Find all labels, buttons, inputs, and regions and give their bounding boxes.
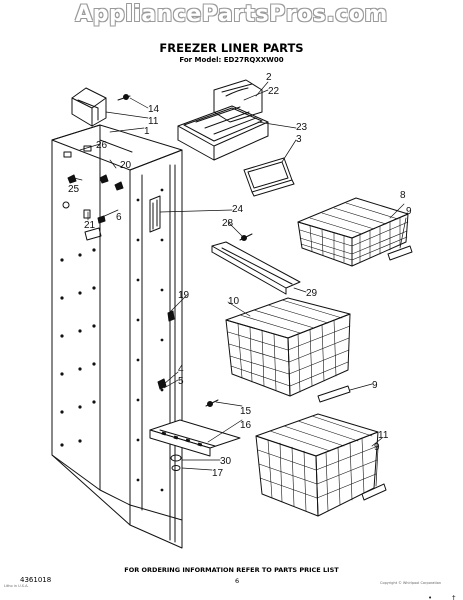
callout-20: 20 bbox=[120, 160, 132, 171]
shelf-rail-part-24 bbox=[149, 195, 161, 233]
callout-15: 14 bbox=[148, 104, 160, 115]
callout-6: 6 bbox=[116, 212, 122, 223]
basket-part-11 bbox=[255, 413, 387, 517]
fine-print-right: Copyright © Whirlpool Corporation bbox=[380, 581, 442, 585]
callout-10: 10 bbox=[228, 296, 240, 307]
page-number: 6 bbox=[235, 577, 240, 585]
callout-14: 11 bbox=[148, 116, 159, 127]
model-subtitle: For Model: ED27RQXXW00 bbox=[179, 56, 284, 64]
callout-18: 16 bbox=[240, 420, 252, 431]
ordering-note: FOR ORDERING INFORMATION REFER TO PARTS … bbox=[124, 566, 339, 574]
callout-29: 28 bbox=[222, 218, 234, 229]
callout-25: 25 bbox=[68, 184, 80, 195]
bottom-rail-part-18 bbox=[149, 399, 241, 471]
callout-1: 1 bbox=[144, 126, 150, 137]
callout-numbers: 14 11 1 2 22 23 3 26 20 25 21 6 24 28 29… bbox=[68, 72, 412, 479]
callout-21: 21 bbox=[84, 220, 96, 231]
callout-24: 24 bbox=[232, 204, 244, 215]
callout-22: 22 bbox=[268, 86, 280, 97]
corner-mark-2: † bbox=[452, 594, 456, 600]
callout-16: 17 bbox=[212, 468, 224, 479]
fine-print-left: Litho in U.S.A. bbox=[4, 584, 29, 588]
callout-11: 11 bbox=[378, 430, 389, 441]
callout-23: 23 bbox=[296, 122, 308, 133]
callout-28: 29 bbox=[306, 288, 318, 299]
callout-17: 15 bbox=[240, 406, 252, 417]
support-bar-part-28 bbox=[211, 233, 301, 295]
callout-9-middle: 9 bbox=[372, 380, 378, 391]
shelf-assembly-part-2 bbox=[177, 79, 269, 161]
corner-mark-1: • bbox=[428, 594, 433, 600]
pan-part-3 bbox=[243, 157, 295, 197]
callout-19: 19 bbox=[178, 290, 190, 301]
callout-3: 3 bbox=[296, 134, 302, 145]
callout-9-upper: 9 bbox=[406, 206, 412, 217]
callout-9-lower: 9 bbox=[374, 442, 380, 453]
watermark: AppliancePartsPros.com bbox=[75, 2, 388, 27]
basket-part-8 bbox=[297, 197, 413, 267]
basket-part-10 bbox=[225, 297, 351, 403]
callout-8: 8 bbox=[400, 190, 406, 201]
page-title: FREEZER LINER PARTS bbox=[159, 41, 304, 55]
callout-5: 5 bbox=[178, 376, 184, 387]
leader-lines bbox=[73, 81, 407, 487]
callout-2: 2 bbox=[266, 72, 272, 83]
document-number: 4361018 bbox=[20, 576, 52, 584]
callout-26: 26 bbox=[96, 140, 108, 151]
callout-30: 30 bbox=[220, 456, 232, 467]
callout-4: 4 bbox=[178, 364, 184, 375]
bracket-part-14 bbox=[71, 87, 131, 127]
freezer-liner bbox=[51, 124, 183, 549]
